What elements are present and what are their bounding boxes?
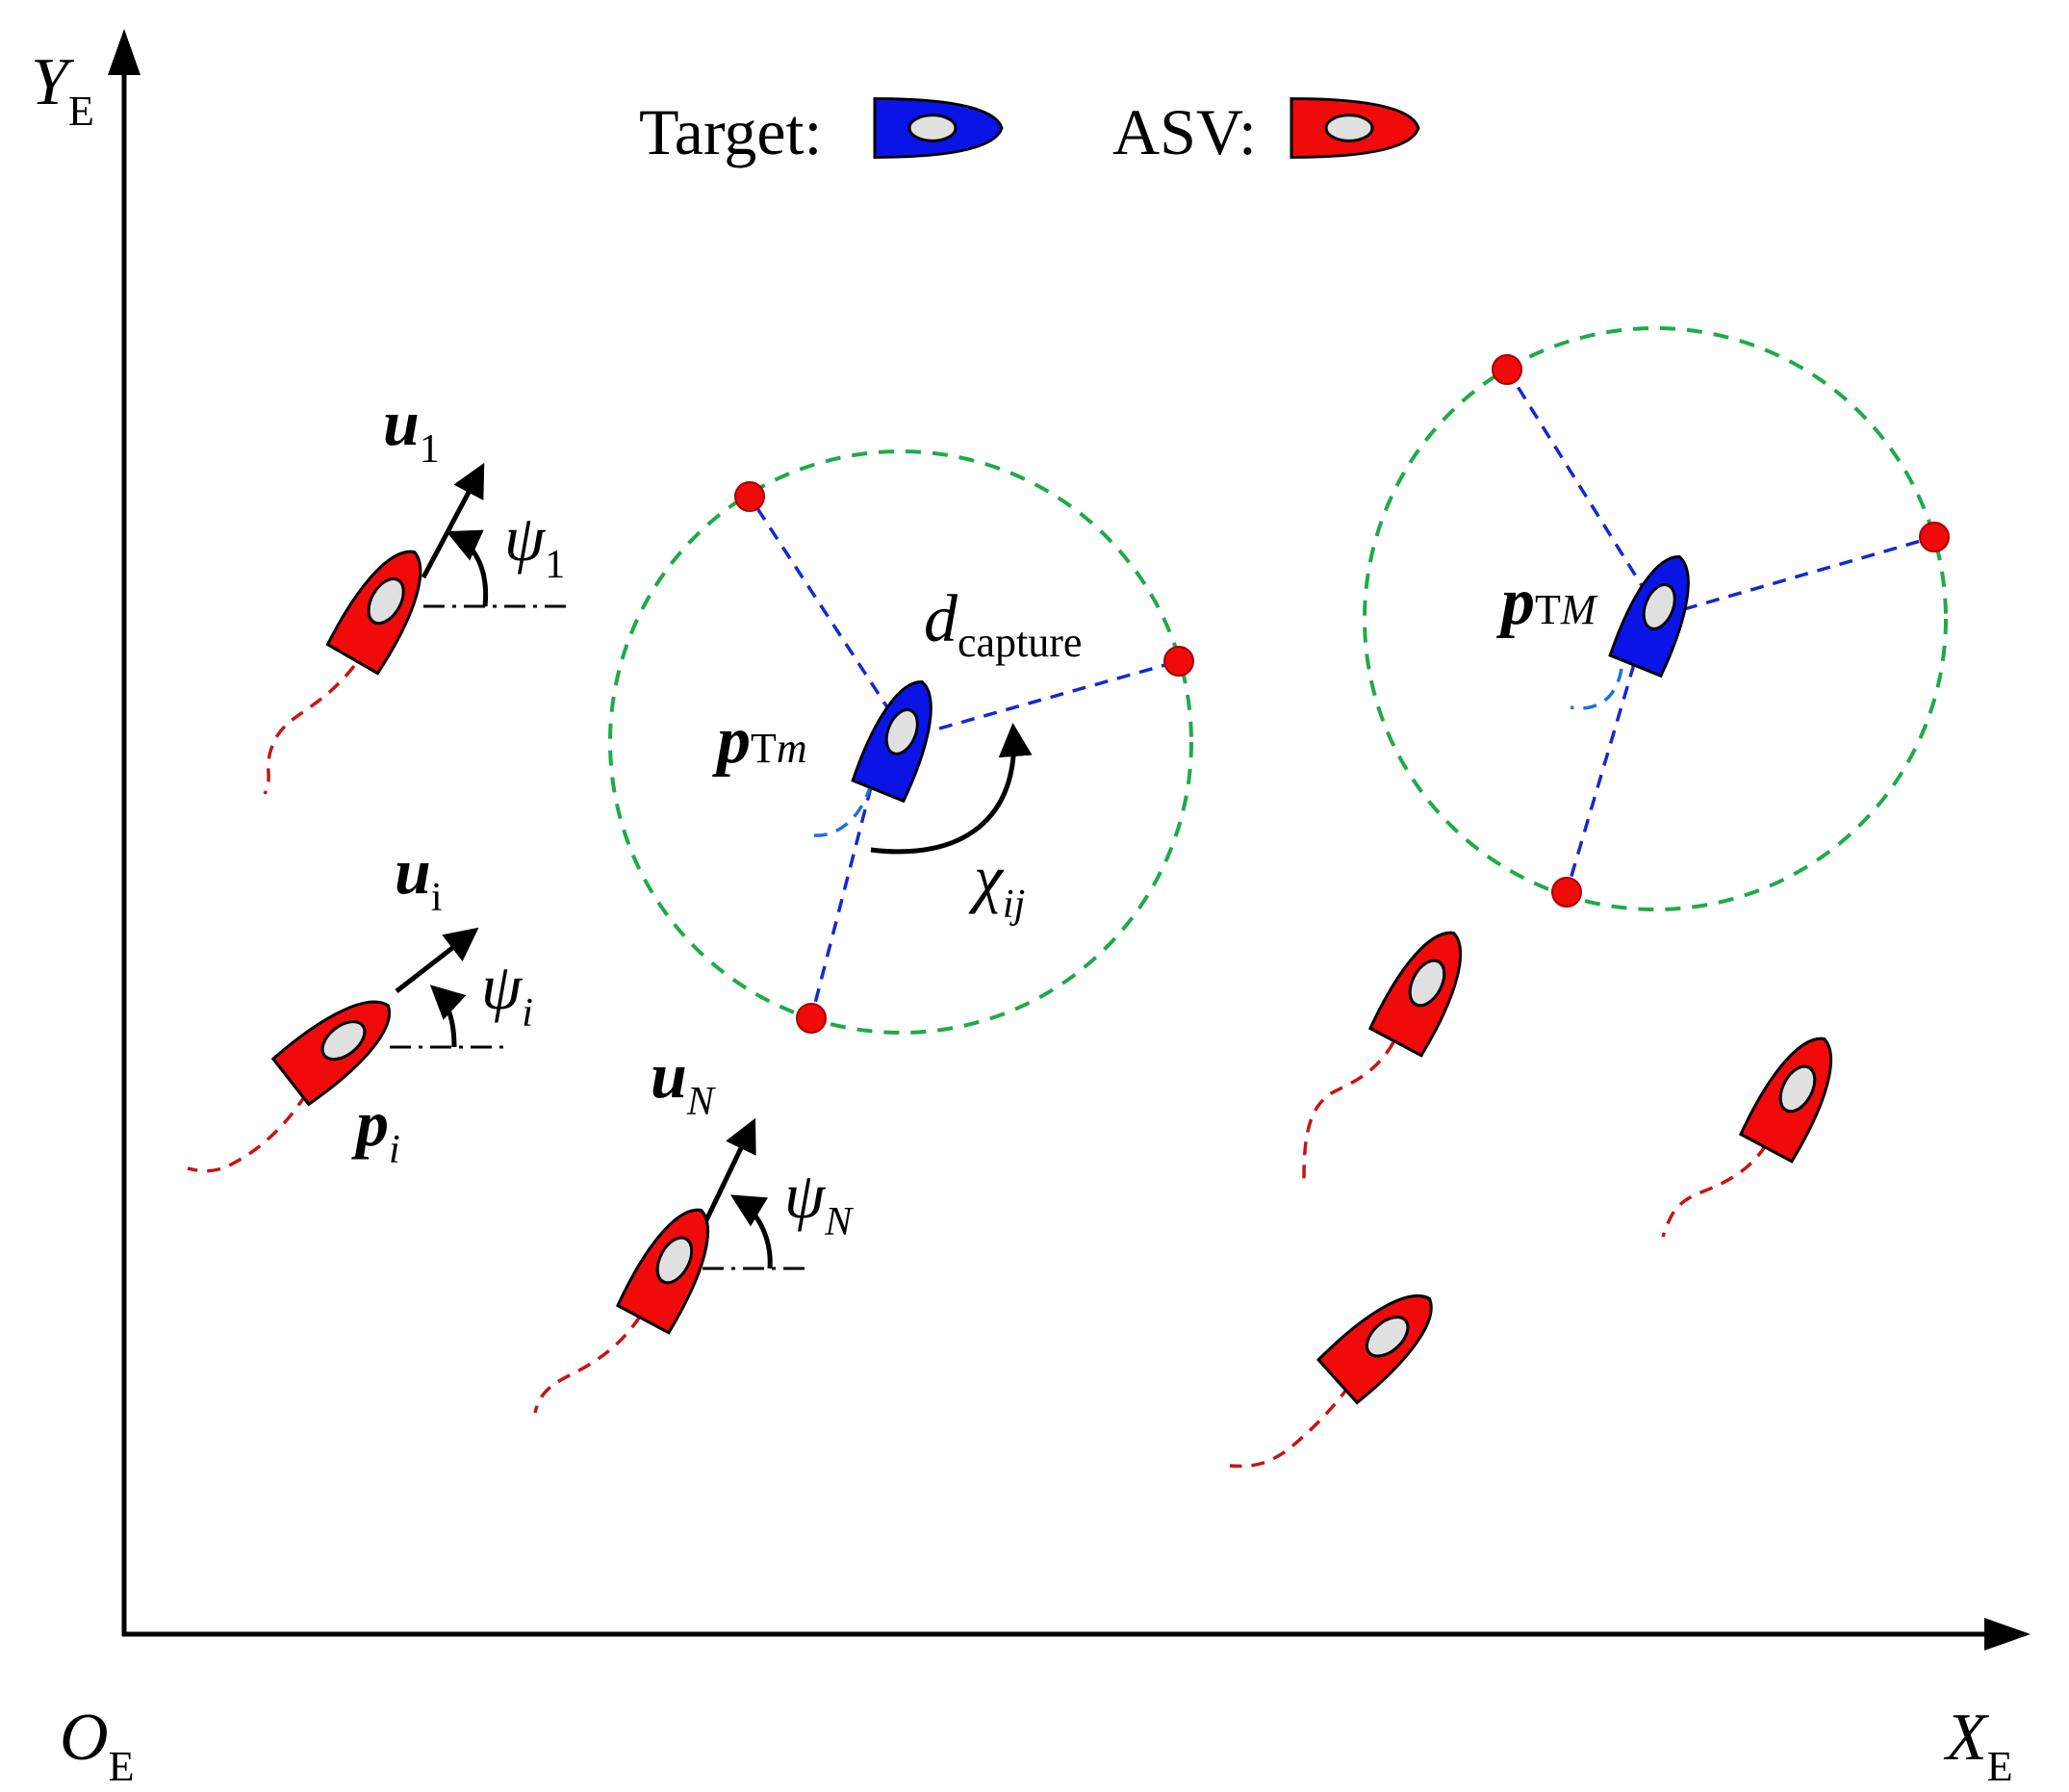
capture-circle-M xyxy=(1363,326,1948,911)
capture-point-M-3 xyxy=(1551,877,1582,908)
asv-i-velocity-arrow xyxy=(395,927,479,993)
asv-extra-2-boat xyxy=(1738,1023,1852,1164)
psiN-label: ψN xyxy=(784,1159,854,1244)
asv-i-trail xyxy=(187,1093,308,1173)
asv-extra-3-boat xyxy=(1316,1275,1451,1405)
target-boat-M xyxy=(1607,545,1707,678)
capture-point-m-1 xyxy=(734,481,765,512)
uN-label: uN xyxy=(651,1038,716,1124)
asv-extra-2 xyxy=(1661,1023,1852,1238)
asv-1-boat xyxy=(325,535,442,676)
legend-target-label: Target: xyxy=(639,95,822,168)
chi-angle-arc xyxy=(870,723,1033,855)
asv-N-heading-arc xyxy=(729,1194,773,1269)
asv-i-group: ui ψi pi xyxy=(187,834,533,1173)
asv-1-trail xyxy=(263,664,356,795)
x-axis-arrowhead xyxy=(1984,1618,2031,1651)
link-m-3 xyxy=(809,786,873,1019)
capture-point-M-1 xyxy=(1492,354,1522,385)
asv-extra-1-boat xyxy=(1367,917,1482,1058)
capture-group-m: χij dcapture pTm xyxy=(608,449,1194,1035)
capture-circle-m xyxy=(608,449,1193,1035)
d-capture-label: dcapture xyxy=(924,582,1082,666)
legend-asv-label: ASV: xyxy=(1112,95,1257,168)
y-axis-label: YE xyxy=(31,45,94,135)
target-boat-m xyxy=(850,670,950,804)
pi-label: pi xyxy=(351,1087,400,1172)
capture-point-M-2 xyxy=(1919,522,1950,552)
link-M-2 xyxy=(1683,535,1935,611)
y-axis-arrowhead xyxy=(108,29,140,75)
link-M-1 xyxy=(1505,369,1649,596)
target-M-wake xyxy=(1570,668,1623,710)
chi-label: χij xyxy=(968,841,1025,927)
axes: YE XE OE xyxy=(31,29,2031,1790)
x-axis-label: XE xyxy=(1943,1701,2013,1790)
asv-N-velocity-arrow xyxy=(702,1117,756,1224)
target-m-wake xyxy=(813,783,873,837)
asv-1-group: u1 ψ1 xyxy=(263,386,568,795)
legend: Target: ASV: xyxy=(639,95,1420,168)
asv-1-velocity-arrow xyxy=(421,462,485,579)
asv-extra-1 xyxy=(1302,917,1482,1180)
asv-extra-3 xyxy=(1229,1275,1451,1469)
ui-label: ui xyxy=(395,834,443,920)
asv-extra-1-trail xyxy=(1302,1041,1395,1180)
psi1-label: ψ1 xyxy=(504,501,565,587)
legend-asv-icon xyxy=(1290,97,1420,159)
link-m-1 xyxy=(748,496,893,714)
u1-label: u1 xyxy=(383,386,440,472)
link-M-3 xyxy=(1565,663,1636,893)
asv-extra-2-trail xyxy=(1661,1144,1768,1238)
psii-label: ψi xyxy=(481,950,533,1036)
asv-extra-3-trail xyxy=(1229,1384,1351,1469)
capture-point-m-2 xyxy=(1163,646,1194,677)
asv-i-heading-arc xyxy=(429,985,467,1048)
capture-point-m-3 xyxy=(796,1003,827,1034)
p-tM-label: pTM xyxy=(1496,565,1598,639)
asv-N-boat xyxy=(615,1194,729,1335)
origin-label: OE xyxy=(60,1701,134,1790)
asv-N-group: uN ψN xyxy=(533,1038,854,1414)
asv-N-trail xyxy=(533,1316,642,1414)
asv-1-heading-arc xyxy=(446,529,489,607)
p-tm-label: pTm xyxy=(712,704,807,778)
legend-target-icon xyxy=(873,97,1004,159)
capture-group-M: pTM xyxy=(1363,326,1950,911)
link-m-2 xyxy=(938,659,1180,730)
